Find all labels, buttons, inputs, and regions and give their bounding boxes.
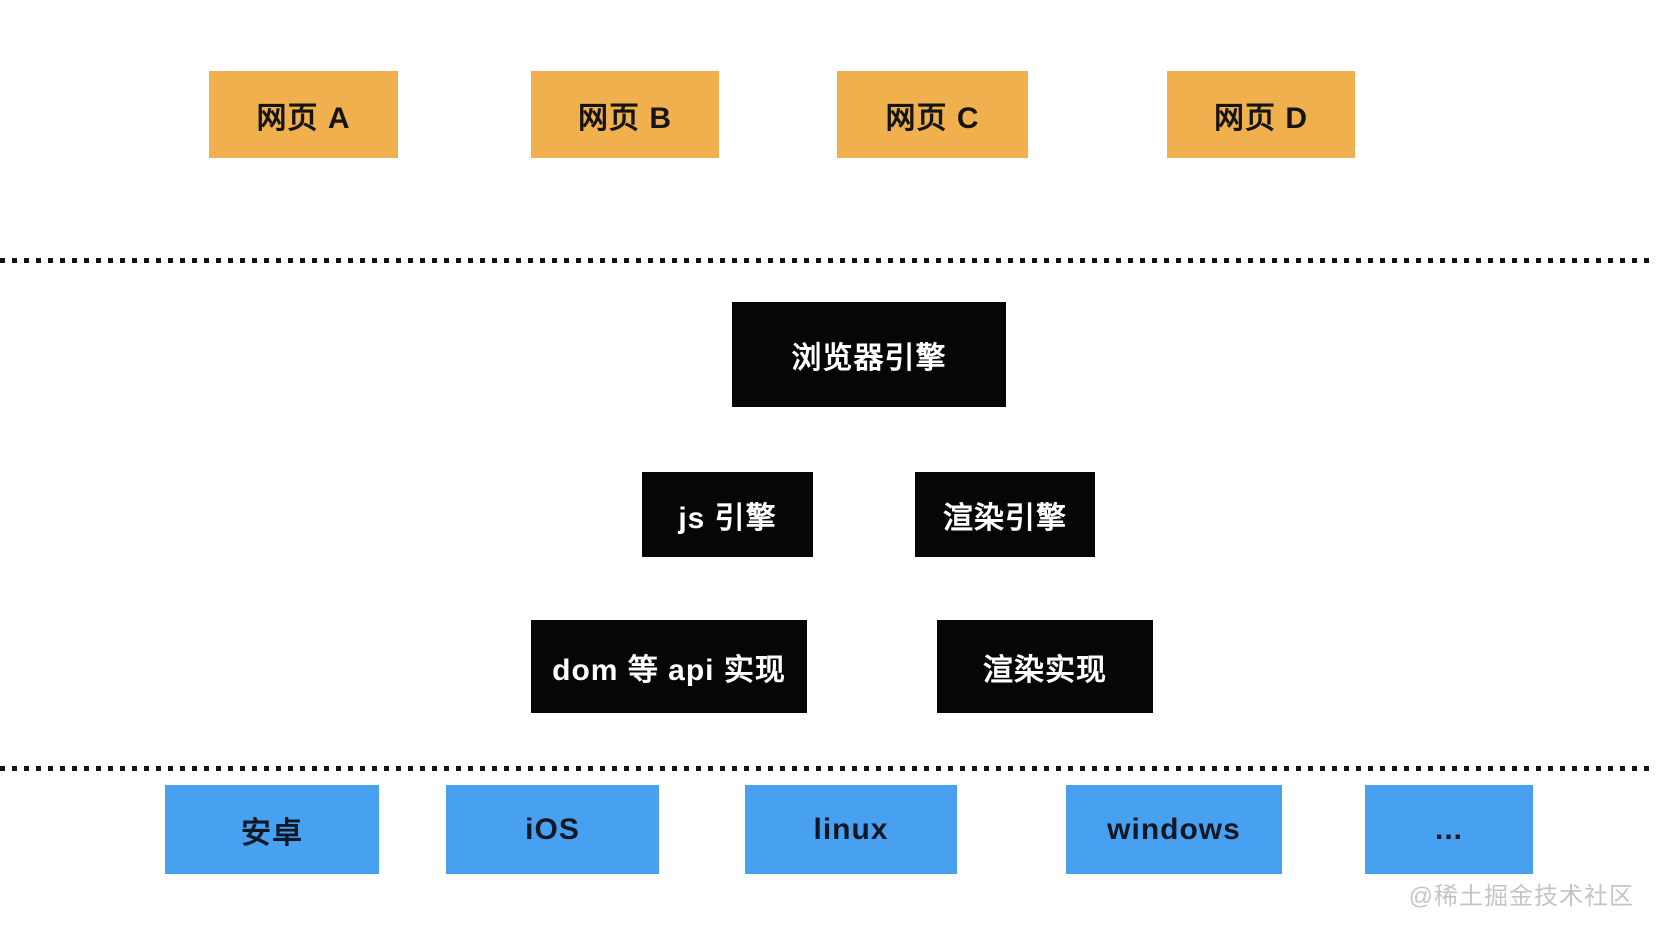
js-engine-label: js 引擎 bbox=[678, 501, 777, 535]
separator-dotted-line-bottom bbox=[0, 766, 1656, 771]
render-engine-box: 渲染引擎 bbox=[915, 472, 1095, 557]
browser-engine-label: 浏览器引擎 bbox=[791, 341, 947, 375]
page-box-c: 网页 C bbox=[837, 71, 1028, 158]
dom-api-impl-box: dom 等 api 实现 bbox=[531, 620, 807, 713]
os-box-windows: windows bbox=[1066, 785, 1282, 874]
browser-engine-box: 浏览器引擎 bbox=[732, 302, 1006, 407]
watermark: @稀土掘金技术社区 bbox=[1408, 883, 1634, 910]
os-android-label: 安卓 bbox=[241, 816, 303, 850]
separator-dotted-line-top bbox=[0, 258, 1656, 263]
page-box-c-label: 网页 C bbox=[885, 101, 980, 135]
os-box-android: 安卓 bbox=[165, 785, 379, 874]
page-box-b: 网页 B bbox=[531, 71, 719, 158]
os-box-linux: linux bbox=[745, 785, 957, 874]
os-ios-label: iOS bbox=[525, 812, 580, 846]
page-box-d: 网页 D bbox=[1167, 71, 1355, 158]
os-box-more: ... bbox=[1365, 785, 1533, 874]
os-more-label: ... bbox=[1434, 812, 1463, 846]
page-box-d-label: 网页 D bbox=[1214, 101, 1308, 135]
js-engine-box: js 引擎 bbox=[642, 472, 813, 557]
os-box-ios: iOS bbox=[446, 785, 659, 874]
os-windows-label: windows bbox=[1107, 812, 1241, 846]
page-box-a: 网页 A bbox=[209, 71, 398, 158]
os-linux-label: linux bbox=[813, 812, 889, 846]
dom-api-impl-label: dom 等 api 实现 bbox=[552, 653, 786, 687]
render-impl-label: 渲染实现 bbox=[983, 653, 1107, 687]
render-impl-box: 渲染实现 bbox=[937, 620, 1153, 713]
page-box-b-label: 网页 B bbox=[578, 101, 672, 135]
render-engine-label: 渲染引擎 bbox=[943, 501, 1067, 535]
page-box-a-label: 网页 A bbox=[256, 101, 351, 135]
